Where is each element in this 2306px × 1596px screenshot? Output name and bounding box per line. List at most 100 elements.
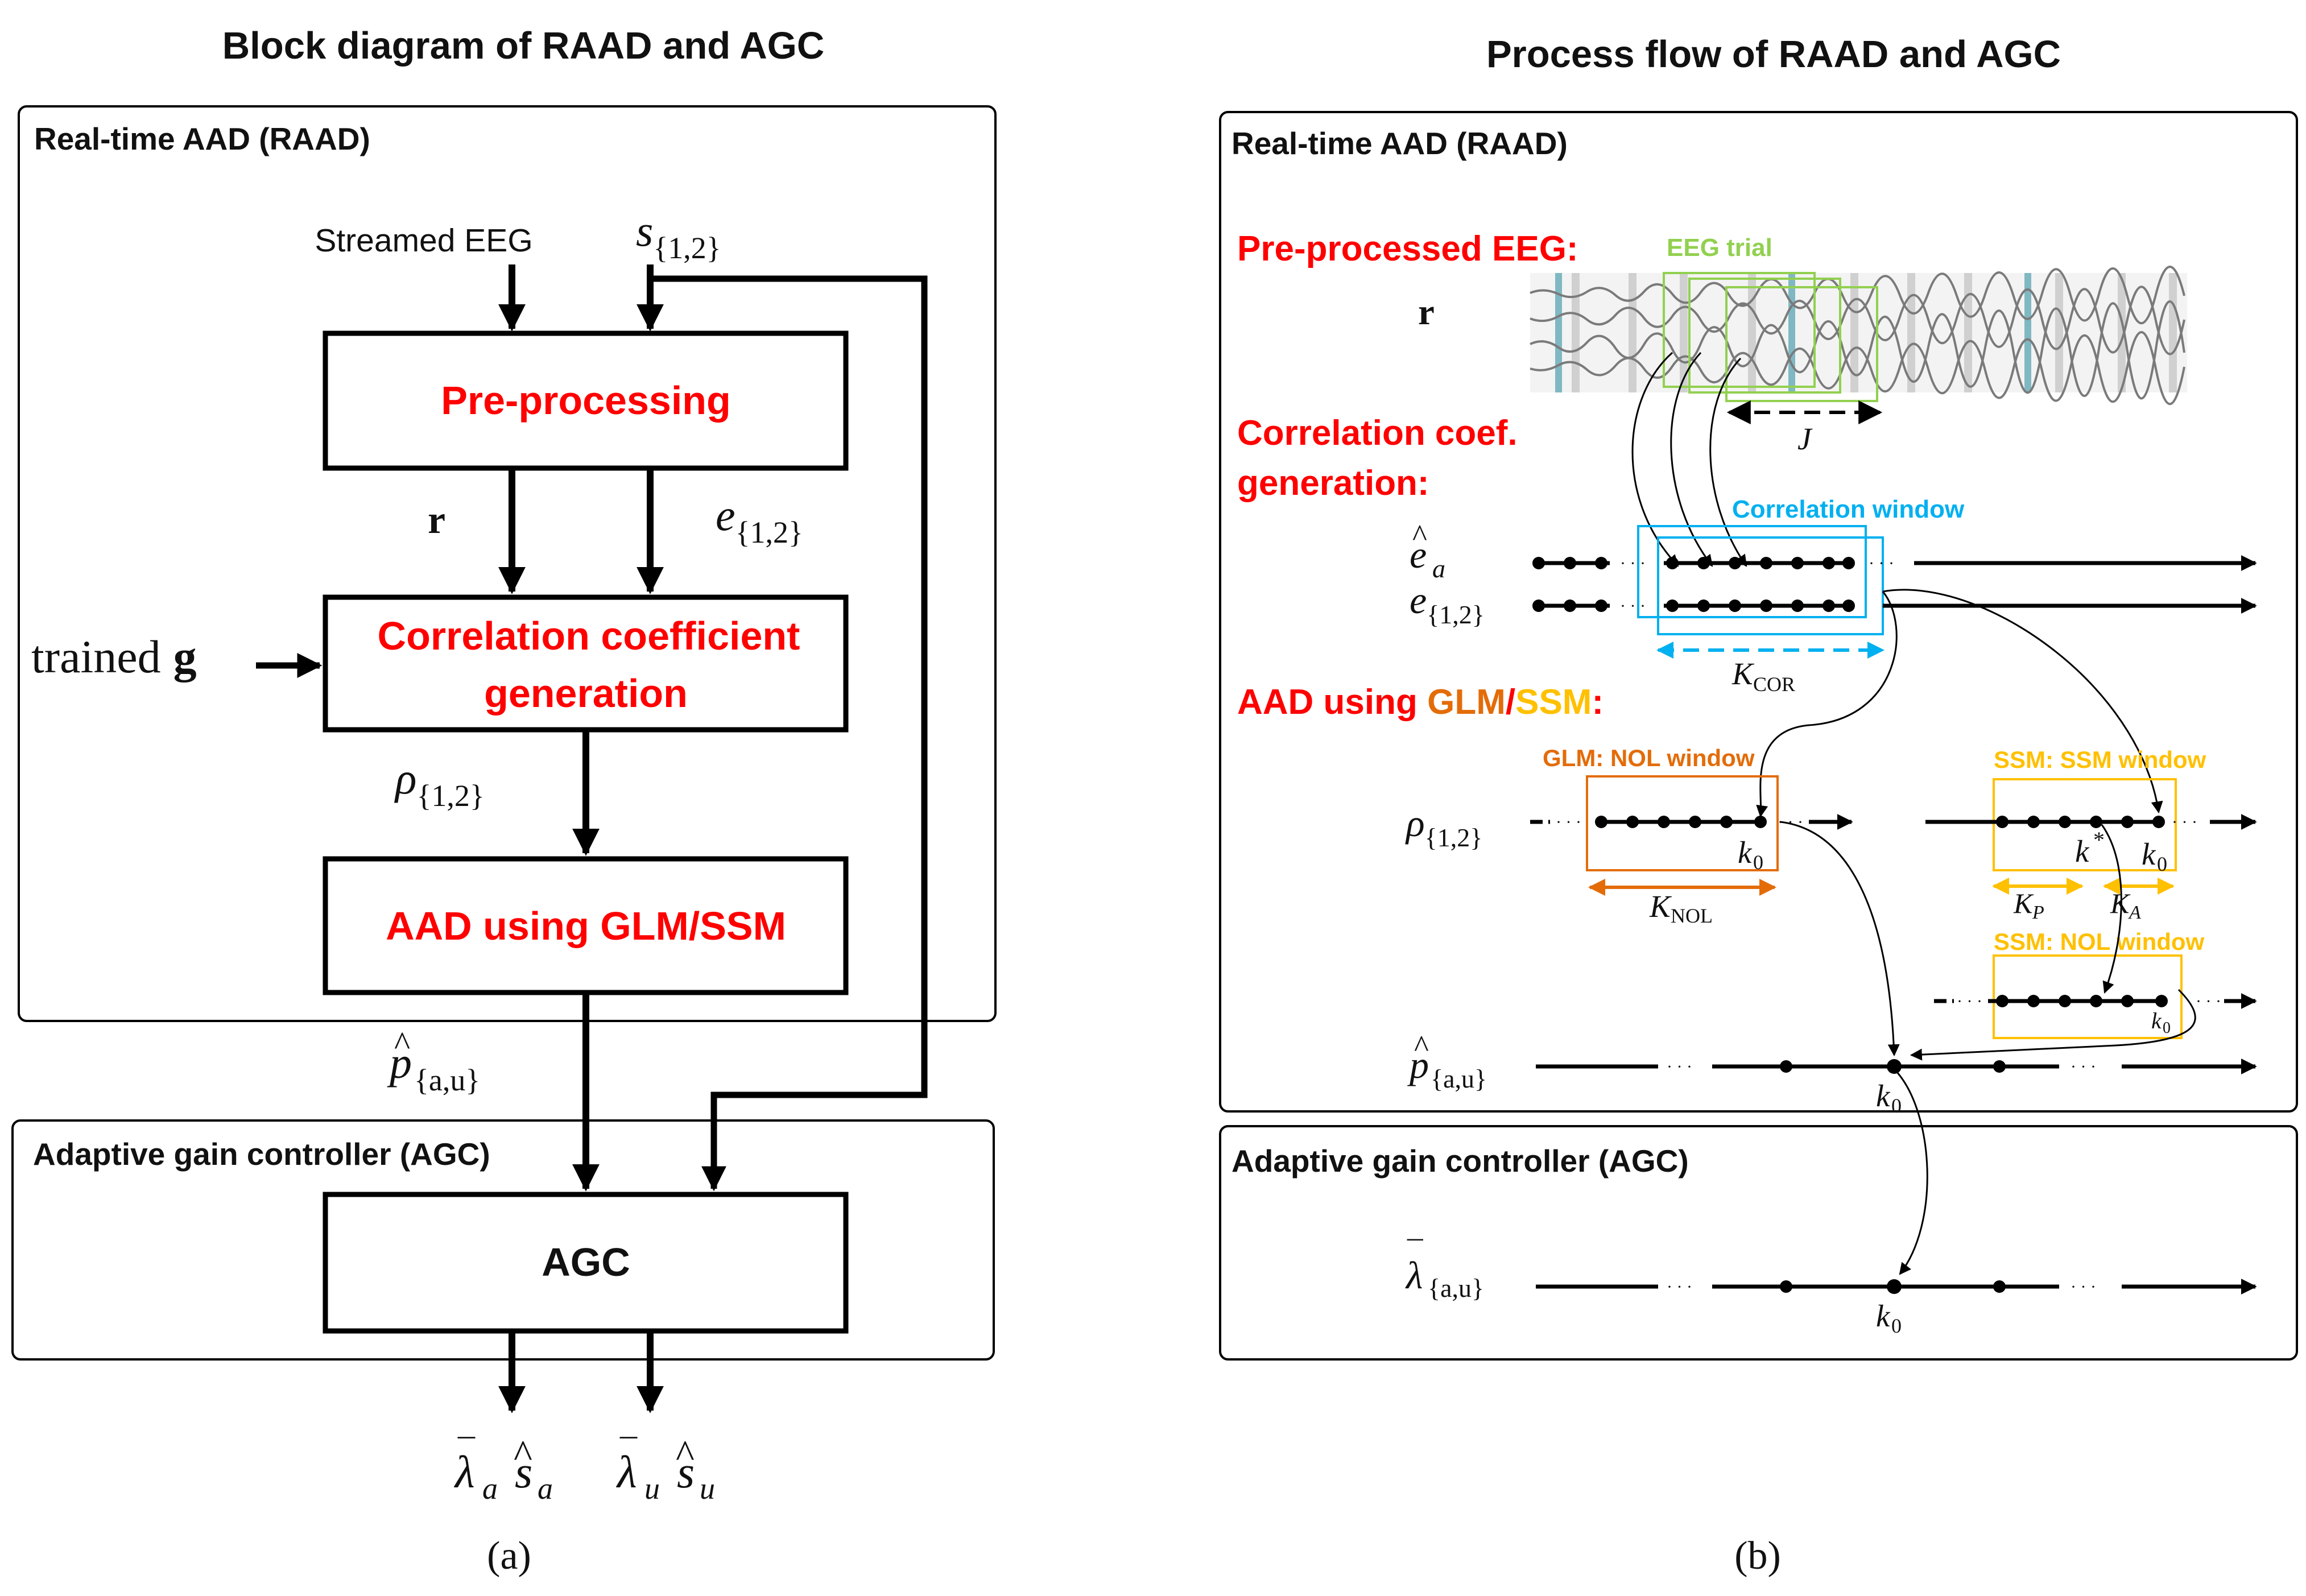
k-p-label: K P <box>2013 887 2044 923</box>
svg-text:K: K <box>1731 656 1755 691</box>
svg-text:k: k <box>1876 1299 1891 1333</box>
p-hat-flow-label: p ^ {a,u} <box>1407 1029 1487 1093</box>
svg-text:u: u <box>644 1471 660 1506</box>
svg-text:k: k <box>1738 835 1753 870</box>
svg-text:{a,u}: {a,u} <box>1428 1274 1484 1303</box>
k-a-label: K A <box>2110 887 2141 923</box>
lambda-timeline: · · · · · · <box>1536 1277 2257 1296</box>
svg-text:K: K <box>2013 887 2034 919</box>
glm-nol-window <box>1586 775 1779 871</box>
svg-text:· · ·: · · · <box>1620 597 1646 615</box>
caption-b: (b) <box>1734 1534 1781 1578</box>
svg-text:¯: ¯ <box>457 1433 476 1470</box>
eeg-to-corr-arrow-1 <box>1631 352 1679 567</box>
s-feedback-arrow <box>647 275 928 1192</box>
rho-flow-label: ρ{1,2} <box>1405 801 1482 852</box>
svg-text:k: k <box>2075 834 2090 869</box>
step-correlation-line2: generation: <box>1237 464 1429 503</box>
corr-window-label: Correlation window <box>1732 495 1965 523</box>
aad-block <box>323 856 849 995</box>
svg-text:a: a <box>1432 554 1445 583</box>
p-hat-timeline: · · · · · · <box>1536 1057 2257 1076</box>
agc-block-label: AGC <box>542 1240 630 1284</box>
svg-text:^: ^ <box>1414 1029 1429 1064</box>
svg-text:· · ·: · · · <box>1667 1057 1692 1076</box>
svg-text:*: * <box>2093 827 2105 853</box>
glm-to-p-arrow <box>1780 821 1900 1057</box>
svg-text:· · ·: · · · <box>2196 992 2221 1011</box>
svg-text:· · ·: · · · <box>1667 1277 1692 1296</box>
svg-text:^: ^ <box>676 1433 695 1477</box>
svg-text:0: 0 <box>1753 851 1763 874</box>
ssm-window-label: SSM: SSM window <box>1994 746 2206 773</box>
output-a-label: λ ¯ a s ^ a <box>454 1433 553 1506</box>
agc-flow-container <box>1219 1125 2298 1361</box>
panel-b: Process flow of RAAD and AGC Real-time A… <box>1219 33 2298 1578</box>
svg-text:{a,u}: {a,u} <box>414 1063 480 1097</box>
svg-text:e: e <box>1410 533 1427 576</box>
svg-text:· · ·: · · · <box>2071 1057 2096 1076</box>
preprocessing-block <box>323 330 849 471</box>
corr-window-1 <box>1637 525 1867 618</box>
step-correlation-line1: Correlation coef. <box>1237 414 1518 453</box>
e-flow-label: e{1,2} <box>1410 578 1485 629</box>
svg-text:· · ·: · · · <box>2172 813 2197 832</box>
svg-text:p: p <box>1407 1043 1429 1086</box>
agc-label: Adaptive gain controller (AGC) <box>33 1136 490 1172</box>
svg-text:k: k <box>2142 837 2156 871</box>
aad-label: AAD using GLM/SSM <box>386 904 786 948</box>
svg-text:· · ·: · · · <box>2071 1277 2096 1296</box>
svg-text:a: a <box>482 1471 498 1506</box>
ssm-to-p-arrow <box>1910 989 2196 1061</box>
svg-text:λ: λ <box>1405 1254 1423 1297</box>
svg-text:K: K <box>1649 889 1672 924</box>
step-preprocessed-eeg: Pre-processed EEG: <box>1237 229 1578 268</box>
svg-text:^: ^ <box>394 1025 410 1062</box>
panel-b-title: Process flow of RAAD and AGC <box>1486 33 2061 76</box>
k-nol-label: K NOL <box>1649 889 1713 927</box>
svg-text:0: 0 <box>1891 1314 1902 1337</box>
svg-text:s: s <box>677 1448 695 1498</box>
corr-to-ssm-arrow <box>1882 589 2163 814</box>
svg-text:^: ^ <box>514 1433 532 1477</box>
corr-to-glm-arrow <box>1756 591 1898 818</box>
svg-text:· · ·: · · · <box>1869 554 1894 573</box>
ssm-nol-timeline: · · · · · · <box>1934 992 2257 1011</box>
corr-window-2 <box>1657 536 1884 635</box>
p-hat-k0-label: k 0 <box>1876 1078 1902 1117</box>
rho-label: ρ{1,2} <box>394 754 485 813</box>
r-label: r <box>428 498 445 542</box>
p-hat-label: p ^ {a,u} <box>387 1025 480 1097</box>
output-u-label: λ ¯ u s ^ u <box>616 1433 715 1506</box>
svg-text:A: A <box>2128 902 2141 923</box>
input-s-label: s{1,2} <box>636 206 721 265</box>
ssm-nol-k0-label: k 0 <box>2151 1008 2171 1037</box>
j-label: J <box>1797 421 1813 456</box>
svg-text:k: k <box>2151 1008 2162 1033</box>
p-to-lambda-arrow <box>1896 1072 1928 1275</box>
e-hat-label: e ^ a <box>1410 518 1445 583</box>
ssm-window <box>1993 778 2177 871</box>
svg-text:· · ·: · · · <box>1620 554 1646 573</box>
eeg-trial-window-2 <box>1688 278 1841 394</box>
raad-flow-container <box>1219 111 2298 1113</box>
ssm-k0-label: k 0 <box>2142 837 2167 875</box>
lambda-k0-label: k 0 <box>1876 1299 1902 1337</box>
step-aad: AAD using GLM/SSM: <box>1237 683 1604 722</box>
eeg-r-label: r <box>1418 292 1435 333</box>
agc-flow-label: Adaptive gain controller (AGC) <box>1231 1143 1689 1179</box>
streamed-eeg-label: Streamed EEG <box>315 222 532 259</box>
svg-text:^: ^ <box>1412 518 1427 553</box>
svg-text:¯: ¯ <box>1407 1235 1423 1270</box>
svg-text:{a,u}: {a,u} <box>1431 1064 1487 1093</box>
correlation-block <box>323 594 849 733</box>
lambda-bar-label: λ ¯ {a,u} <box>1405 1235 1484 1303</box>
svg-text:NOL: NOL <box>1671 904 1713 927</box>
eeg-trial-label: EEG trial <box>1667 234 1772 262</box>
svg-text:COR: COR <box>1753 673 1795 696</box>
kstar-to-nol-arrow <box>2101 824 2122 994</box>
agc-container <box>11 1119 995 1361</box>
svg-text:λ: λ <box>616 1448 637 1498</box>
